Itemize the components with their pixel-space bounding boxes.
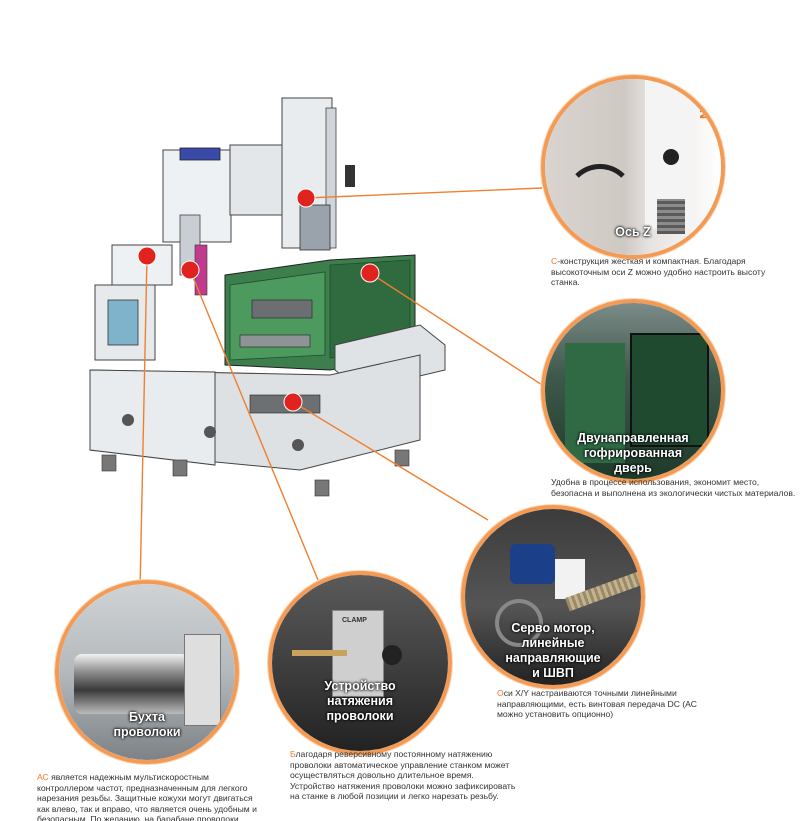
marker-servo [283, 392, 303, 412]
description-door: Удобна в процессе использования, экономи… [551, 477, 796, 498]
description-servo: Оси X/Y настраиваются точными линейными … [497, 688, 697, 719]
callout-title: Серво мотор, линейные направляющие и ШВП [505, 621, 601, 680]
description-tension: Благодаря реверсивному постоянному натяж… [290, 749, 516, 801]
callout-door: Двунаправленная гофрированная дверь [541, 299, 725, 483]
callout-servo: Серво мотор, линейные направляющие и ШВП [461, 505, 645, 689]
marker-axis-z [296, 188, 316, 208]
marker-door [360, 263, 380, 283]
gear-icon [663, 149, 679, 165]
description-spool: АС является надежным мультискоростным ко… [37, 772, 257, 821]
callout-tension: CLAMP Устройство натяжения проволоки [268, 571, 452, 755]
marker-spool [137, 246, 157, 266]
marker-tension [180, 260, 200, 280]
callout-title: Устройство натяжения проволоки [324, 679, 396, 723]
callout-spool: Бухта проволоки [55, 580, 239, 764]
callout-title: Ось Z [615, 225, 651, 239]
clamp-sign: CLAMP [342, 617, 367, 624]
callout-title: Двунаправленная гофрированная дверь [577, 431, 689, 475]
callout-title: Бухта проволоки [113, 710, 181, 739]
callout-axis-z: NOVIC Ось Z [541, 75, 725, 259]
brand-text: NOVIC [697, 75, 712, 119]
description-axis-z: С-конструкция жесткая и компактная. Благ… [551, 256, 766, 287]
